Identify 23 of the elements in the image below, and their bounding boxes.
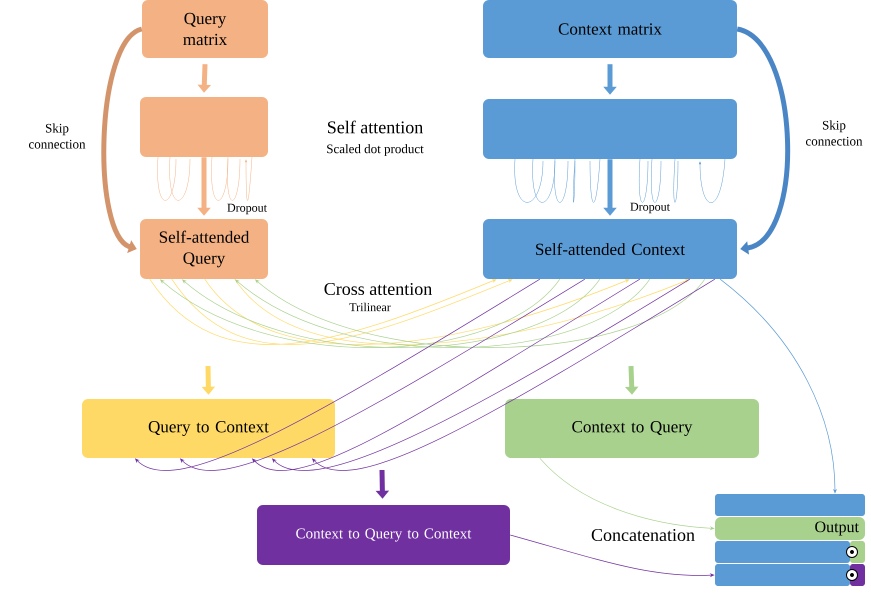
- stack-bar: [715, 541, 850, 563]
- process-box: Query to Context: [82, 399, 335, 458]
- text-label: Trilinear: [349, 302, 391, 312]
- arrow: [736, 26, 790, 255]
- process-box: Self-attended Query: [140, 219, 268, 279]
- process-box: Query matrix: [142, 0, 268, 58]
- text-label: Self attention: [328, 120, 423, 134]
- process-box: Context to Query: [505, 399, 759, 458]
- attention-box: [140, 97, 268, 157]
- output-bar: Output: [715, 517, 865, 540]
- text-label: Cross attention: [324, 282, 432, 296]
- edge-label: Dropout: [227, 204, 267, 214]
- process-box: Self-attended Context: [483, 219, 737, 279]
- stack-bar: [715, 564, 850, 586]
- text-label: Concatenation: [592, 528, 695, 542]
- attention-box: [483, 99, 737, 159]
- edge-label: Dropout: [630, 202, 670, 214]
- process-box: Context matrix: [483, 0, 737, 58]
- edge-label: Skip connection: [806, 120, 862, 146]
- edge-label: Skip connection: [29, 123, 86, 149]
- text-label: Scaled dot product: [327, 144, 424, 156]
- process-box: Context to Query to Context: [257, 505, 510, 565]
- stack-bar: [715, 494, 865, 516]
